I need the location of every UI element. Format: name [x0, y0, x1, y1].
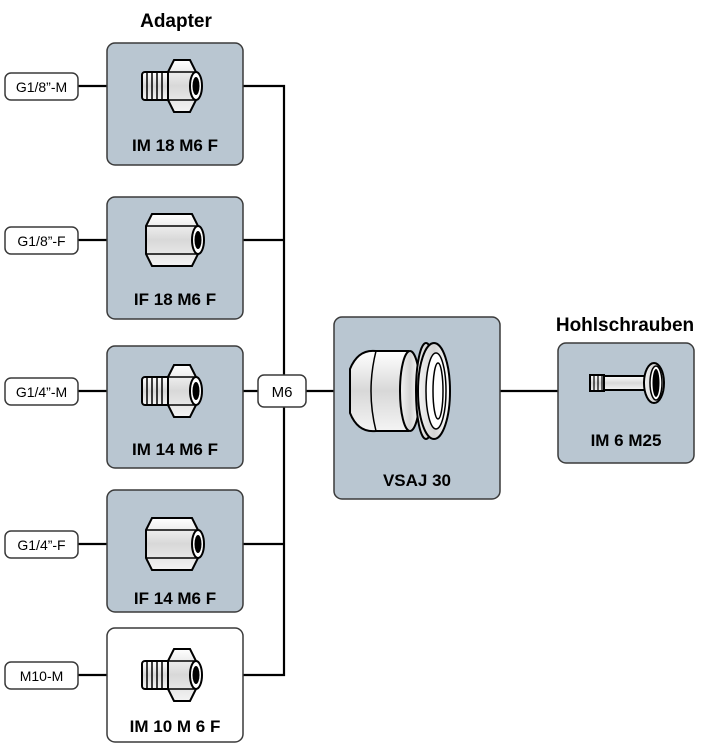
female-adapter-icon [145, 517, 205, 571]
vacuum-unit-panel: VSAJ 30 [333, 316, 501, 500]
port-box [4, 72, 79, 101]
adapter-panel: IM 14 M6 F [106, 345, 244, 469]
m6-junction-label: M6 [272, 384, 293, 401]
adapter-label: IM 14 M6 F [132, 440, 218, 459]
port-text: G1/4”-F [17, 537, 65, 553]
hollow-screw-label: IM 6 M25 [591, 431, 662, 450]
adapter-panel: IM 10 M 6 F [106, 627, 244, 743]
port-text: G1/4”-M [16, 384, 67, 400]
port-label: M10-M [4, 661, 79, 690]
adapter-label: IF 14 M6 F [134, 589, 216, 608]
port-box [4, 530, 79, 559]
adapter-panel: IF 18 M6 F [106, 196, 244, 320]
port-text: G1/8”-F [17, 233, 65, 249]
hollow-screws-heading: Hohlschrauben [556, 315, 694, 336]
vacuum-unit-label: VSAJ 30 [383, 471, 451, 490]
port-box [4, 377, 79, 406]
adapter-heading: Adapter [140, 11, 212, 32]
port-label: G1/4”-F [4, 530, 79, 559]
suction-gripper-icon [349, 342, 451, 440]
m6-junction: M6 [257, 374, 307, 408]
port-label: G1/8”-F [4, 226, 79, 255]
port-text: M10-M [20, 668, 64, 684]
adapter-label: IM 10 M 6 F [130, 717, 221, 736]
female-adapter-icon [145, 213, 205, 267]
port-text: G1/8”-M [16, 79, 67, 95]
adapter-panel: IF 14 M6 F [106, 489, 244, 613]
port-box [4, 661, 79, 690]
hollow-screw-panel: IM 6 M25 [557, 342, 695, 464]
adapter-label: IF 18 M6 F [134, 290, 216, 309]
adapter-label: IM 18 M6 F [132, 136, 218, 155]
adapter-panel: IM 18 M6 F [106, 42, 244, 166]
port-label: G1/8”-M [4, 72, 79, 101]
m6-junction-box [257, 374, 307, 408]
port-label: G1/4”-M [4, 377, 79, 406]
port-box [4, 226, 79, 255]
